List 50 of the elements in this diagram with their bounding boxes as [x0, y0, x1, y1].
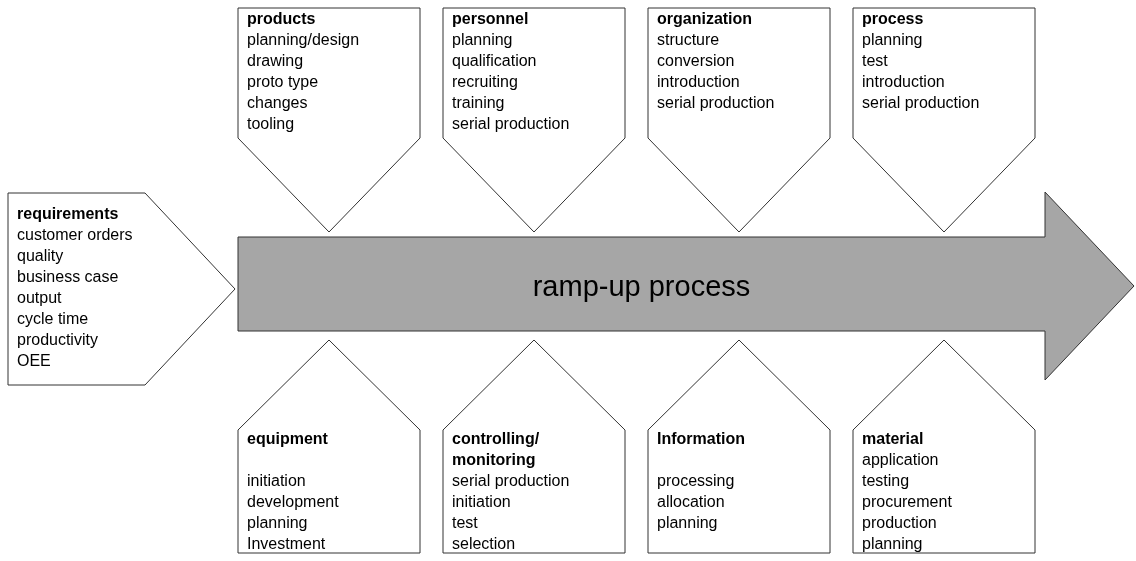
list-item: OEE — [17, 351, 52, 371]
heading-text: material — [862, 429, 925, 449]
list-item: changes — [247, 93, 309, 113]
list-item: conversion — [657, 51, 736, 71]
list-item: recruiting — [452, 72, 519, 92]
list-item: planning — [247, 513, 309, 533]
list-item: training — [452, 93, 506, 113]
heading-text: requirements — [17, 204, 120, 224]
list-item: selection — [452, 534, 517, 554]
list-item: business case — [17, 267, 120, 287]
list-item: output — [17, 288, 63, 308]
heading-text: Information — [657, 429, 746, 449]
list-item: planning — [862, 30, 924, 50]
heading-text: organization — [657, 9, 754, 29]
list-item: procurement — [862, 492, 953, 512]
arrow-label: ramp-up process — [531, 270, 752, 303]
list-item: planning — [657, 513, 719, 533]
list-item: development — [247, 492, 340, 512]
list-item: serial production — [452, 114, 571, 134]
list-item: serial production — [862, 93, 981, 113]
list-item: production — [862, 513, 938, 533]
list-item: structure — [657, 30, 721, 50]
list-item: test — [862, 51, 889, 71]
list-item: processing — [657, 471, 736, 491]
list-item: allocation — [657, 492, 726, 512]
list-item: customer orders — [17, 225, 134, 245]
heading-text: equipment — [247, 429, 329, 449]
list-item: serial production — [657, 93, 776, 113]
list-item: qualification — [452, 51, 538, 71]
list-item: testing — [862, 471, 911, 491]
list-item: productivity — [17, 330, 99, 350]
list-item: initiation — [247, 471, 307, 491]
list-item: planning/design — [247, 30, 361, 50]
list-item: serial production — [452, 471, 571, 491]
list-item: quality — [17, 246, 65, 266]
list-item: proto type — [247, 72, 320, 92]
list-item: drawing — [247, 51, 305, 71]
list-item: initiation — [452, 492, 512, 512]
list-item: cycle time — [17, 309, 90, 329]
list-item: Investment — [247, 534, 327, 554]
list-item: introduction — [862, 72, 946, 92]
list-item: application — [862, 450, 940, 470]
heading-text: products — [247, 9, 317, 29]
list-item: introduction — [657, 72, 741, 92]
heading-text: personnel — [452, 9, 530, 29]
list-item: test — [452, 513, 479, 533]
heading-text: process — [862, 9, 925, 29]
list-item: tooling — [247, 114, 296, 134]
list-item: planning — [862, 534, 924, 554]
list-item: planning — [452, 30, 514, 50]
